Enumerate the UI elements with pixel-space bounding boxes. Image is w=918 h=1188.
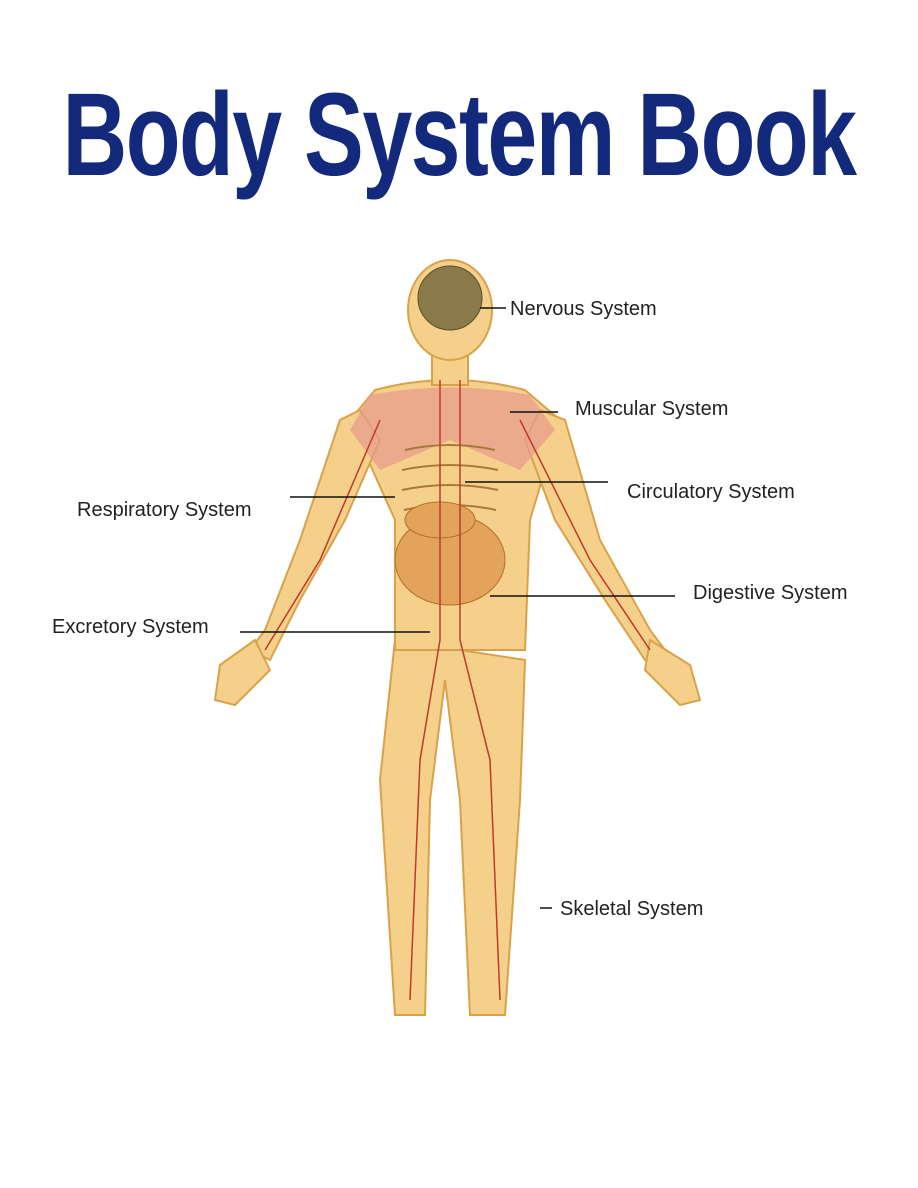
label-circulatory-system: Circulatory System	[627, 481, 795, 503]
label-skeletal-system: Skeletal System	[560, 898, 704, 920]
muscles	[350, 387, 555, 470]
blood-vessels	[264, 380, 651, 1001]
page-title: Body System Book	[62, 69, 857, 201]
brain	[417, 265, 483, 331]
label-digestive-system: Digestive System	[693, 582, 848, 604]
label-respiratory-system: Respiratory System	[77, 499, 252, 521]
leader-lines	[240, 307, 675, 909]
label-excretory-system: Excretory System	[52, 616, 209, 638]
label-nervous-system: Nervous System	[510, 298, 657, 320]
label-muscular-system: Muscular System	[575, 398, 729, 420]
